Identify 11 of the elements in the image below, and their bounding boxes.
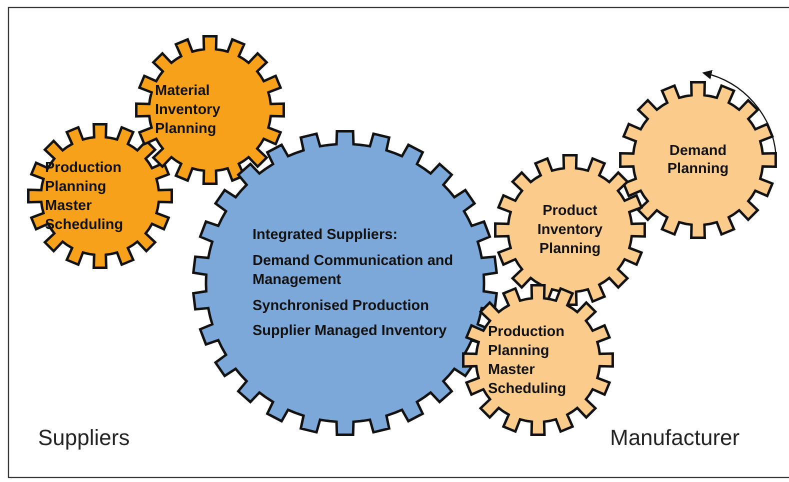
gear-label: Production Planning Master Scheduling [45,159,124,234]
gear-label: Integrated Suppliers: [252,226,399,245]
gear-label: Demand Communication and Management [252,252,454,290]
group-label: Suppliers [38,425,130,451]
gear-label: Supplier Managed Inventory [252,322,448,342]
gear-label: Material Inventory Planning [155,82,222,139]
gear-label: Synchronised Production [252,296,430,316]
gear-label: Product Inventory Planning [536,202,604,259]
gear-label: Demand Planning [666,142,730,180]
gear-label: Production Planning Master Scheduling [488,323,568,398]
group-label: Manufacturer [610,425,740,451]
